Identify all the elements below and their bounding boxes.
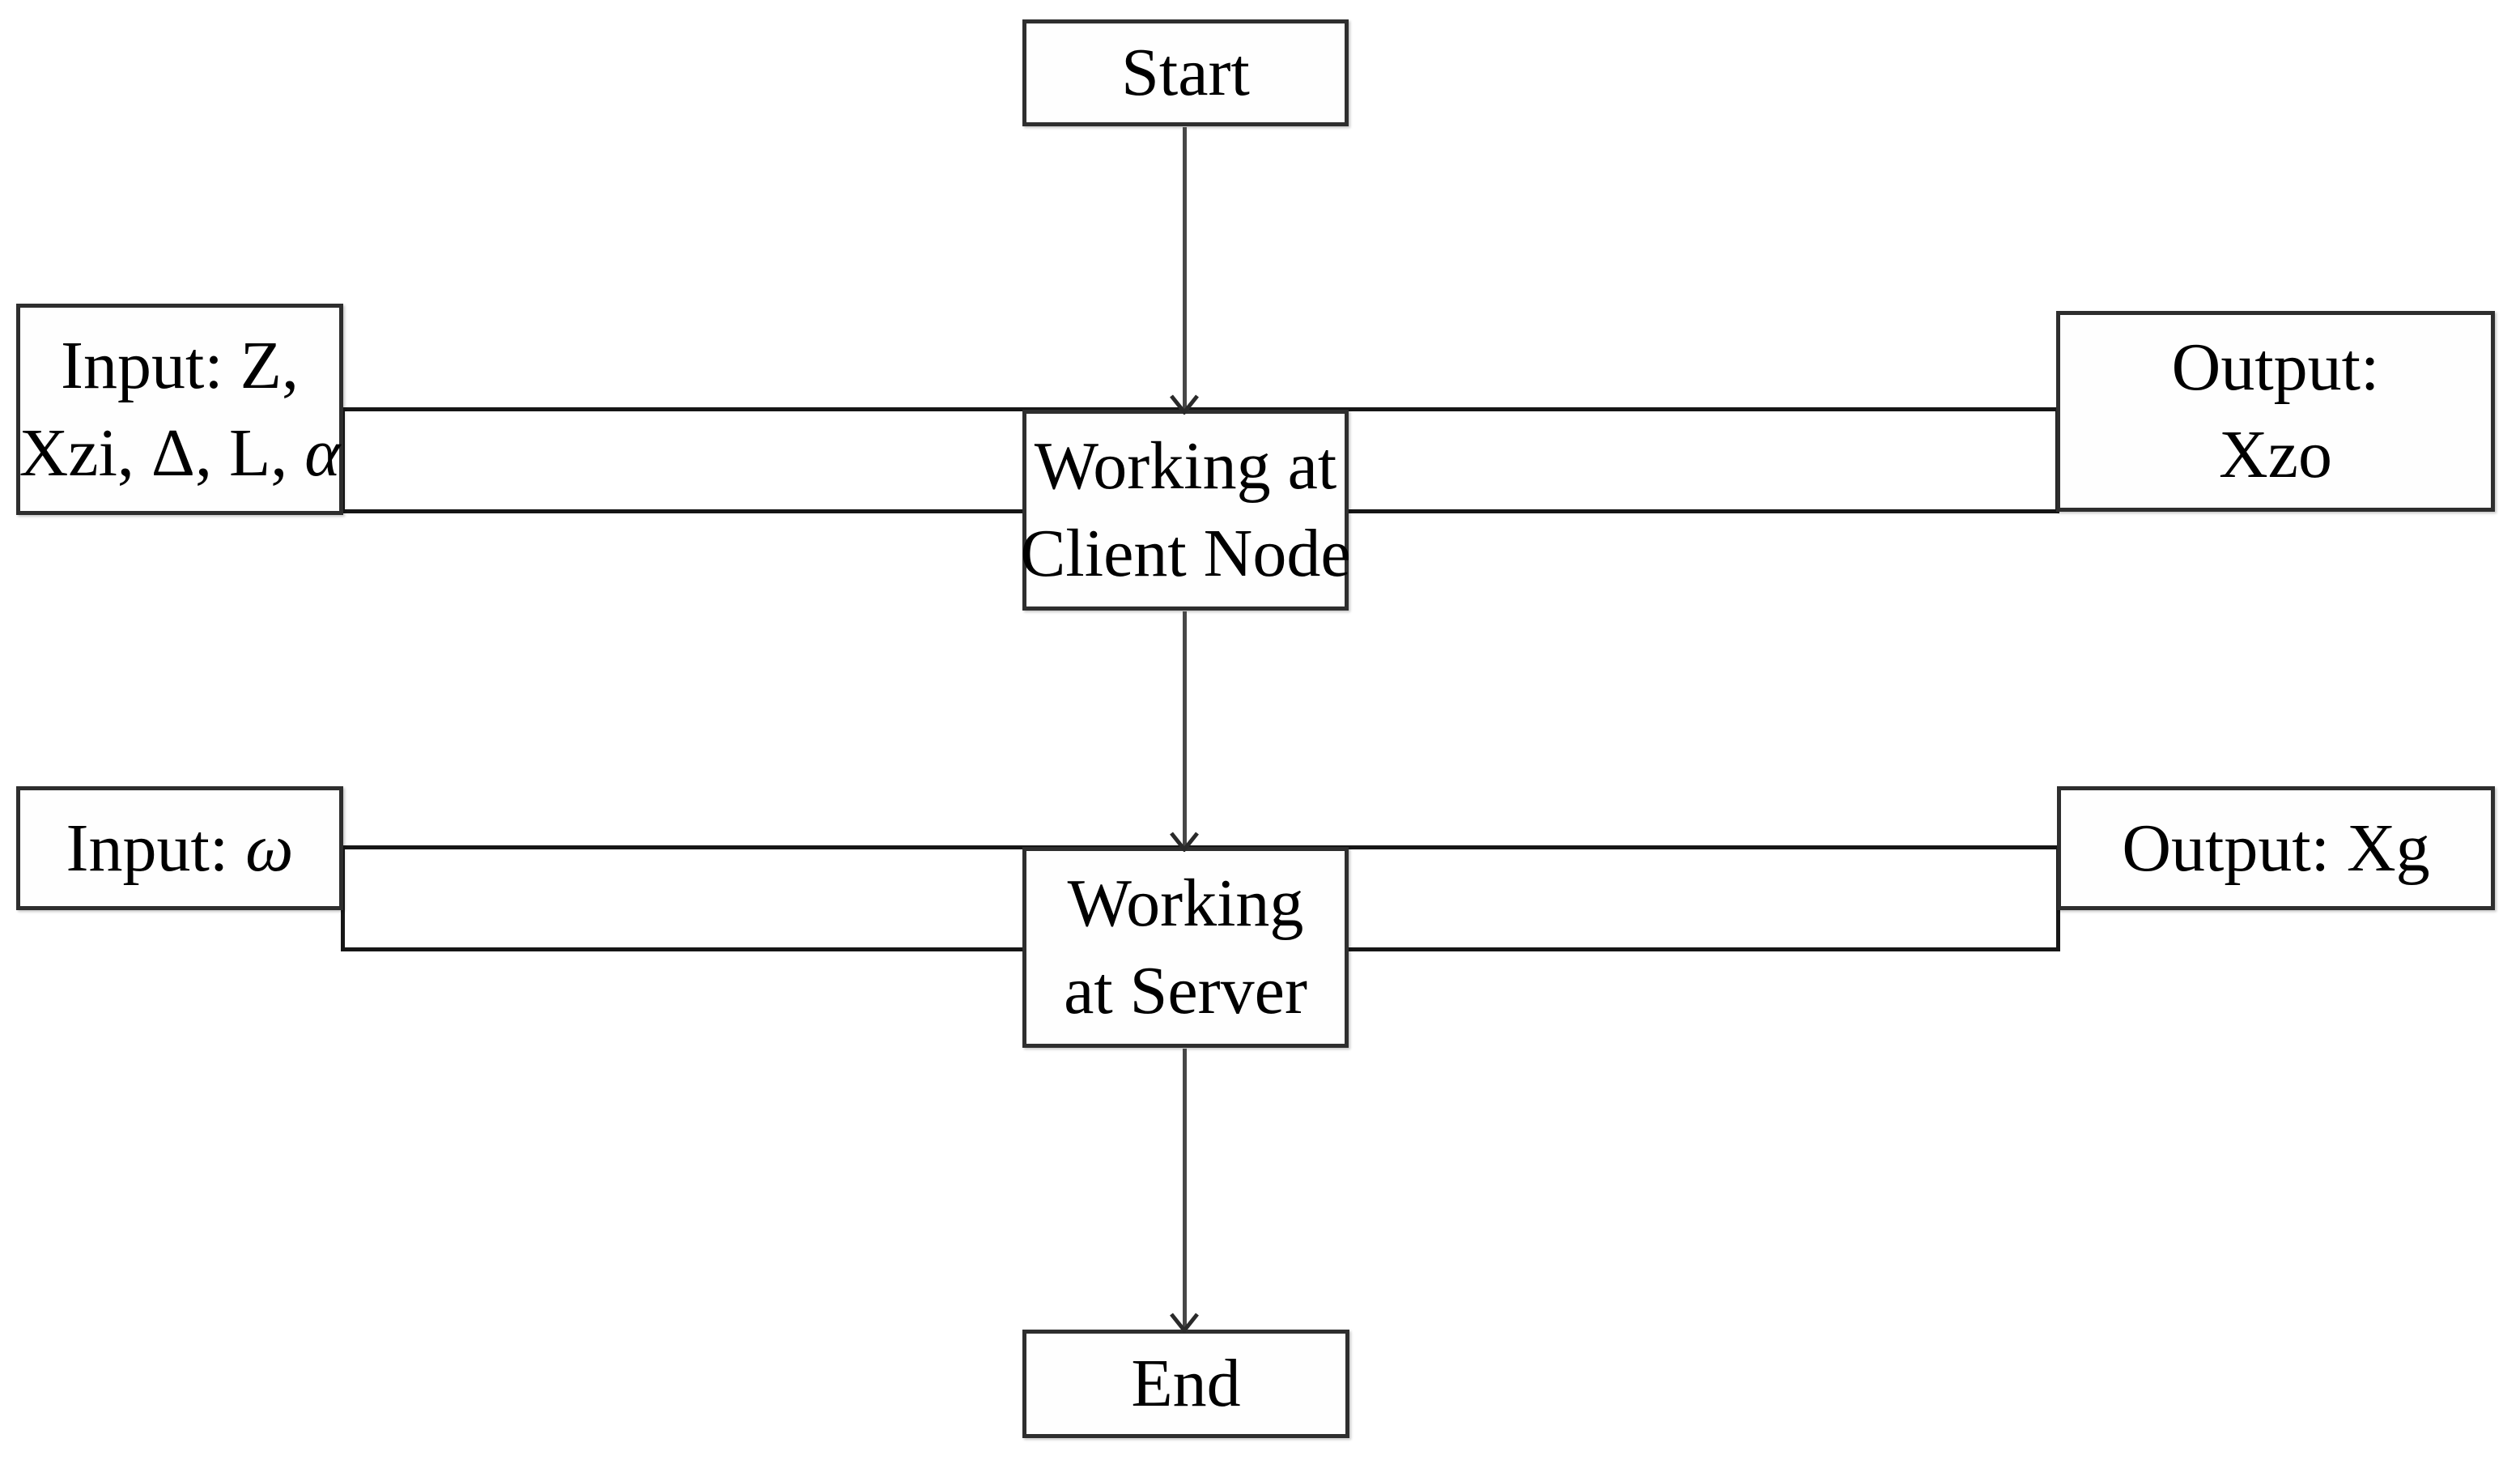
node-working-client-line1: Working at (1034, 428, 1337, 504)
node-end-label: End (1131, 1346, 1241, 1422)
node-output-client-line1: Output: (2171, 330, 2380, 406)
arrowhead-down-icon (1170, 1313, 1199, 1333)
arrow-start-to-client (1183, 127, 1187, 411)
node-input-server-line1: Input: ω (66, 810, 294, 886)
node-start: Start (1022, 19, 1349, 126)
node-input-client-line2: Xzi, Δ, L, α (19, 415, 341, 491)
node-output-server: Output: Xg (2057, 786, 2495, 910)
omega-symbol: ω (245, 810, 294, 886)
arrow-server-to-end (1183, 1049, 1187, 1328)
node-working-client-line2: Client Node (1020, 516, 1351, 591)
node-working-server: Working at Server (1022, 847, 1349, 1048)
node-end: End (1022, 1330, 1349, 1438)
node-working-client: Working at Client Node (1020, 410, 1351, 611)
node-input-client: Input: Z, Xzi, Δ, L, α (16, 304, 343, 515)
node-output-client-line2: Xzo (2219, 417, 2332, 492)
alpha-symbol: α (304, 415, 341, 491)
node-input-server: Input: ω (16, 786, 343, 910)
node-start-label: Start (1121, 35, 1250, 111)
node-output-client: Output: Xzo (2056, 311, 2495, 512)
node-working-server-line2: at Server (1064, 953, 1307, 1028)
arrow-client-to-server (1183, 611, 1187, 848)
node-input-client-line1: Input: Z, (61, 327, 299, 403)
node-output-server-label: Output: Xg (2122, 810, 2430, 886)
arrowhead-down-icon (1170, 832, 1199, 852)
node-working-server-line1: Working (1067, 866, 1304, 942)
arrowhead-down-icon (1170, 394, 1199, 415)
